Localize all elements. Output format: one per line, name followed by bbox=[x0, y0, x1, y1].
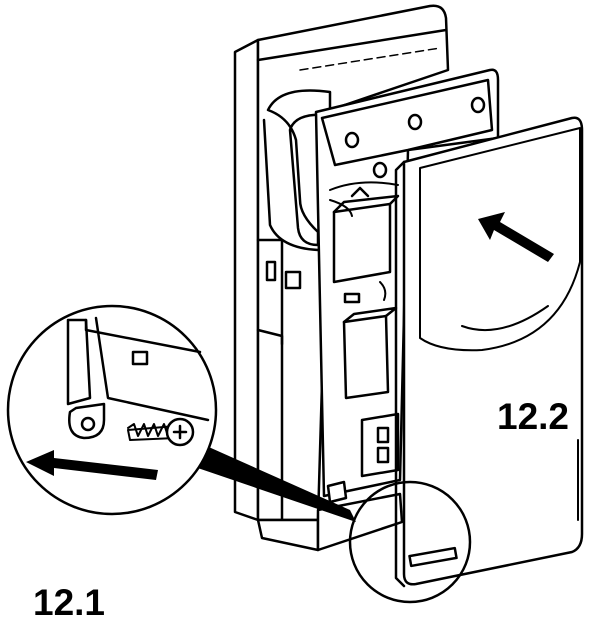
detail-circle-bottom bbox=[348, 480, 472, 604]
screw-icon bbox=[127, 417, 195, 447]
chassis-top-plate bbox=[320, 78, 494, 167]
terminal-block bbox=[360, 412, 400, 478]
dryer-body bbox=[233, 4, 450, 522]
detail-lug-hole bbox=[80, 416, 96, 432]
internal-wiring bbox=[329, 181, 399, 301]
front-cover bbox=[394, 116, 584, 588]
dryer-top-edge bbox=[256, 28, 448, 62]
terminal-1 bbox=[376, 426, 390, 444]
drain-tab bbox=[284, 270, 302, 290]
removal-arrow-icon bbox=[26, 450, 158, 480]
detail-circle bbox=[6, 304, 218, 516]
hand-slot-edge bbox=[262, 118, 320, 252]
mounting-hole-4 bbox=[372, 161, 388, 179]
detail-cover-edge bbox=[84, 318, 202, 354]
motor-unit bbox=[332, 202, 392, 284]
mounting-hole-3 bbox=[470, 96, 486, 114]
mounting-hole-1 bbox=[344, 131, 360, 149]
base-left bbox=[256, 518, 320, 552]
detail-circle-screw bbox=[6, 304, 218, 516]
detail-panel-line bbox=[94, 316, 210, 422]
detail-circle-small bbox=[348, 480, 472, 604]
motor-clip bbox=[350, 186, 370, 198]
sensor-strip bbox=[408, 546, 458, 568]
dryer-panel-step bbox=[256, 328, 284, 346]
dryer-body-side-panel bbox=[233, 38, 260, 522]
inner-chassis bbox=[314, 68, 500, 504]
detail-slot bbox=[131, 350, 149, 366]
terminal-2 bbox=[376, 446, 390, 464]
control-module-top bbox=[342, 306, 398, 324]
front-cover-edge bbox=[394, 160, 406, 588]
detail-leader bbox=[186, 444, 356, 522]
control-module bbox=[342, 314, 390, 400]
hand-slot-channel bbox=[266, 89, 332, 247]
detail-bracket-left bbox=[66, 318, 92, 406]
front-cover-panel bbox=[402, 116, 584, 586]
dryer-top-seam bbox=[299, 47, 441, 71]
bottom-fixing bbox=[326, 480, 348, 504]
front-cover-window bbox=[419, 127, 581, 352]
cover-arrow-icon bbox=[478, 212, 554, 262]
cover-insert-arrow bbox=[478, 212, 554, 262]
step-label-12-1: 12.1 bbox=[33, 582, 106, 623]
step-label-12-2: 12.2 bbox=[495, 396, 572, 437]
drain-indicator bbox=[265, 260, 277, 282]
connector bbox=[343, 292, 361, 304]
mounting-hole-2 bbox=[407, 113, 423, 131]
front-cover-window-arc bbox=[461, 305, 549, 332]
dryer-internal-channel bbox=[256, 238, 284, 522]
motor-unit-top bbox=[332, 194, 400, 214]
